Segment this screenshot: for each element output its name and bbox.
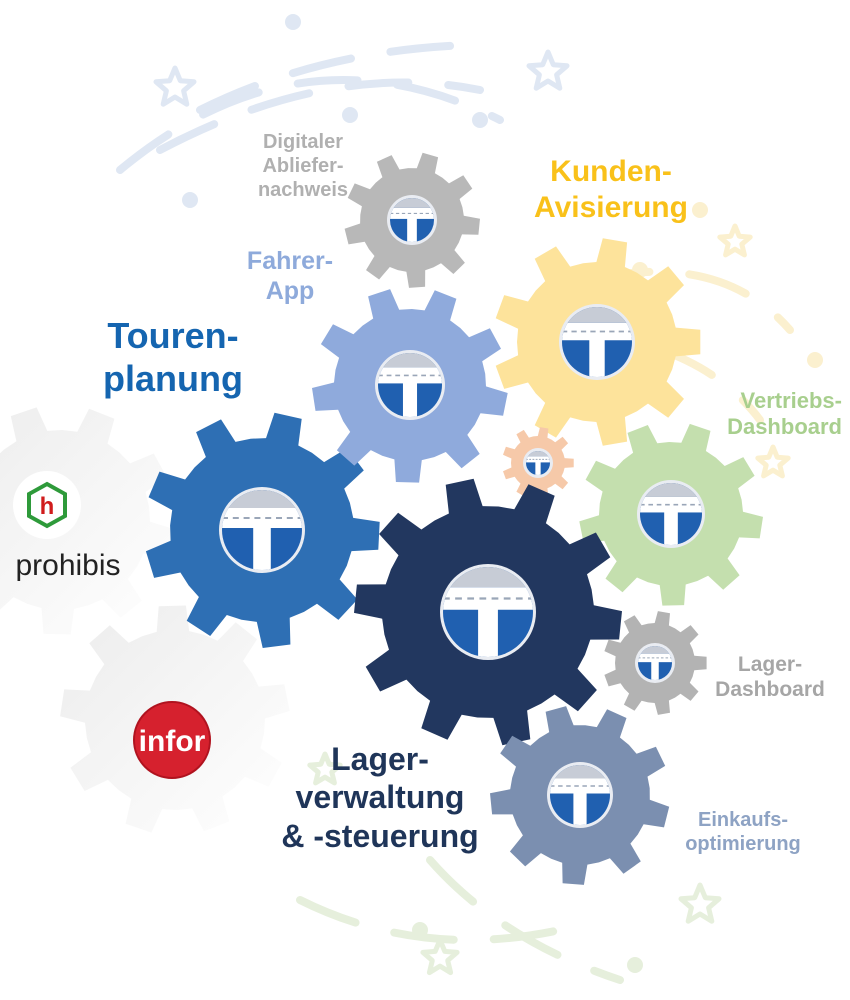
gear-kunden-avisierung (495, 238, 701, 446)
gear-lagerverwaltung-hub-icon (440, 564, 536, 660)
decor-dot (692, 202, 708, 218)
gear-fahrer-app (312, 289, 508, 483)
label-lager-line1: Lager- (331, 741, 429, 777)
decor-arc (426, 856, 624, 984)
decor-dot (412, 922, 428, 938)
label-kunden-line2: Avisierung (534, 191, 688, 224)
label-fahrer-app: Fahrer- App (230, 246, 350, 306)
gear-lagerverwaltung (354, 478, 622, 746)
gear-tourenplanung (145, 412, 380, 648)
prohibis-gear (0, 407, 175, 635)
label-fahrer-app-line1: Fahrer- (246, 247, 334, 275)
star-icon (717, 223, 753, 258)
decor-dot (807, 352, 823, 368)
label-vertriebs-line2: Dashboard (727, 414, 842, 440)
decor-arc (196, 41, 474, 114)
label-fahrer-app-line2: App (265, 277, 315, 305)
gear-kunden-avisierung-hub-icon (559, 304, 635, 380)
gear-digitaler-abliefernachweis (344, 152, 480, 288)
gear-lager-dashboard-hub-icon (635, 643, 675, 683)
label-digitaler-line1: Digitaler (262, 131, 344, 153)
star-icon (755, 444, 791, 479)
label-kunden-line1: Kunden- (550, 155, 672, 188)
decor-dot (285, 14, 301, 30)
label-vertriebs-dashboard: Vertriebs- Dashboard (690, 388, 842, 441)
prohibis-letter: h (40, 493, 55, 520)
label-kunden-avisierung: Kunden- Avisierung (516, 154, 706, 226)
label-lager-line3: & -steuerung (281, 817, 479, 854)
gear-einkaufsoptimierung-hub-icon (547, 762, 613, 828)
gear-fahrer-app-hub-icon (375, 350, 445, 420)
gear-einkaufsoptimierung (490, 706, 670, 885)
decor-arc (156, 78, 484, 154)
gear-vertriebs-dashboard (579, 423, 763, 606)
background-decoration (116, 14, 823, 984)
gear-small-connector (503, 427, 574, 499)
label-einkauf-line2: optimierung (685, 833, 801, 855)
prohibis-logo: h prohibis (13, 471, 121, 582)
label-lager-dashboard-line1: Lager- (737, 653, 803, 676)
label-vertriebs-line1: Vertriebs- (740, 388, 843, 413)
gear-tourenplanung-hub-icon (219, 487, 305, 573)
label-tourenplanung-line2: planung (103, 358, 243, 400)
prohibis-hexagon-icon (27, 481, 67, 529)
prohibis-name: prohibis (15, 549, 120, 582)
star-icon (307, 751, 343, 786)
label-lager-line2: verwaltung (295, 779, 465, 816)
label-digitaler-abliefernachweis: Digitaler Abliefer- nachweis (238, 130, 368, 202)
star-icon (420, 937, 460, 976)
infor-name: infor (139, 725, 206, 758)
label-lager-dashboard-line2: Dashboard (715, 678, 825, 702)
decor-dot (472, 112, 488, 128)
gear-vertriebs-dashboard-hub-icon (637, 480, 705, 548)
star-icon (153, 65, 197, 107)
gear-digitaler-abliefernachweis-hub-icon (387, 195, 437, 245)
infor-logo: infor (133, 701, 211, 779)
decor-dot (627, 957, 643, 973)
label-einkauf-line1: Einkaufs- (697, 809, 789, 831)
star-icon (678, 882, 722, 924)
star-icon (526, 49, 570, 91)
gear-small-connector-hub-icon (523, 448, 553, 478)
label-tourenplanung-line1: Touren- (107, 315, 239, 356)
label-tourenplanung: Touren- planung (88, 314, 258, 400)
label-digitaler-line3: nachweis (257, 179, 349, 201)
decor-dot (182, 192, 198, 208)
decor-dot (342, 107, 358, 123)
gear-lager-dashboard (604, 611, 707, 715)
partner-logos: h prohibis infor (13, 471, 211, 779)
label-digitaler-line2: Abliefer- (262, 155, 344, 177)
label-lagerverwaltung: Lager- verwaltung & -steuerung (268, 740, 492, 855)
label-einkaufsoptimierung: Einkaufs- optimierung (672, 808, 814, 856)
decor-arc (116, 76, 504, 174)
label-lager-dashboard: Lager- Dashboard (700, 652, 840, 702)
